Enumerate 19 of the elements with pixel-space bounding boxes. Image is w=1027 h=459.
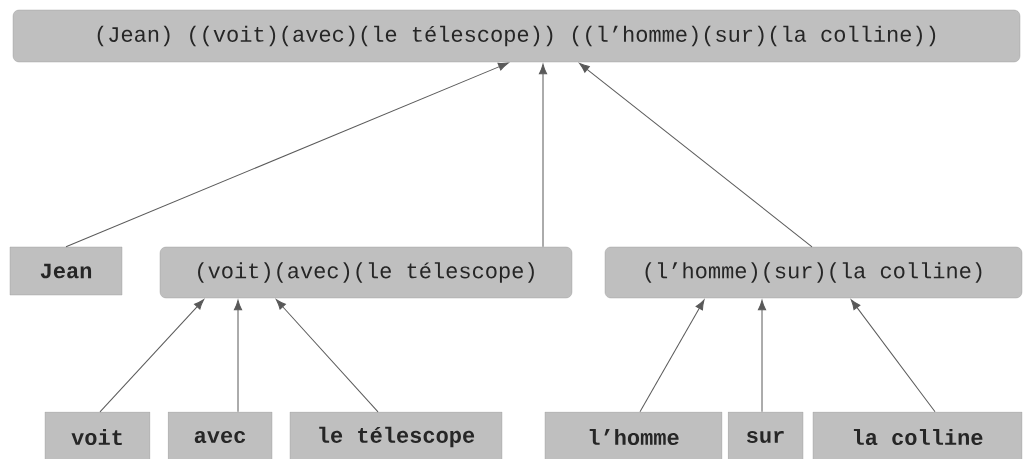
- word-box: Jean: [9, 246, 123, 296]
- arrow: [65, 62, 509, 248]
- arrow: [99, 299, 205, 413]
- arrow: [538, 63, 548, 248]
- arrow: [233, 299, 243, 413]
- phrase-box: (Jean) ((voit)(avec)(le télescope)) ((l’homme)(sur)(la colline)): [12, 9, 1021, 63]
- arrow: [757, 299, 767, 413]
- arrow: [275, 299, 379, 413]
- word-box: l’homme: [544, 411, 723, 459]
- phrase-box: (l’homme)(sur)(la colline): [604, 246, 1023, 299]
- arrow: [639, 299, 705, 413]
- arrow: [850, 299, 936, 413]
- word-box: le télescope: [289, 411, 503, 459]
- phrase-box: (voit)(avec)(le télescope): [159, 246, 573, 299]
- word-box: la colline: [812, 411, 1023, 459]
- word-box: avec: [167, 411, 273, 459]
- word-box: sur: [727, 411, 804, 459]
- word-box: voit: [44, 411, 151, 459]
- arrow: [579, 63, 813, 248]
